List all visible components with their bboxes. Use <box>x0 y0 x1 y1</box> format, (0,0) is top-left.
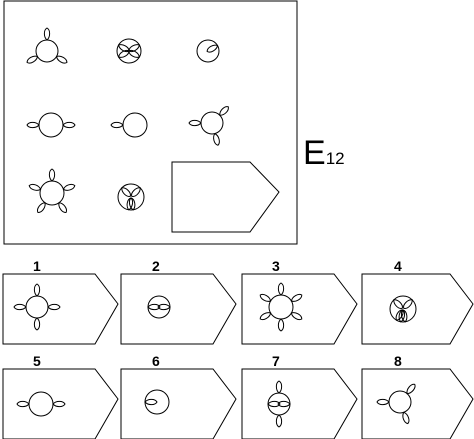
option-figure <box>389 295 417 323</box>
option-8[interactable]: 8 <box>361 353 474 439</box>
matrix-cell-1-2 <box>116 38 142 64</box>
option-figure <box>16 391 66 417</box>
option-7[interactable]: 7 <box>241 353 358 439</box>
option-6[interactable]: 6 <box>120 353 237 439</box>
option-label: 3 <box>272 258 280 274</box>
matrix-cell-3-2 <box>117 183 145 211</box>
option-label: 8 <box>394 353 402 369</box>
puzzle-id-number: 12 <box>326 149 345 168</box>
option-1[interactable]: 1 <box>2 258 119 345</box>
option-frame <box>2 368 119 439</box>
option-frame <box>361 368 474 439</box>
option-label: 1 <box>33 258 41 274</box>
option-figure <box>13 283 61 331</box>
option-figure <box>144 389 170 415</box>
option-frame <box>120 273 237 345</box>
matrix-cell-1-3 <box>196 39 220 63</box>
option-frame <box>2 273 119 345</box>
puzzle-id: E12 <box>303 134 345 172</box>
option-label: 5 <box>33 353 41 369</box>
option-label: 4 <box>394 258 402 274</box>
option-frame <box>241 368 358 439</box>
matrix-cell-2-2 <box>110 112 148 138</box>
option-3[interactable]: 3 <box>241 258 358 345</box>
option-frame <box>241 273 358 345</box>
puzzle-id-letter: E <box>303 134 326 172</box>
option-figure <box>147 295 171 319</box>
option-frame <box>120 368 237 439</box>
option-figure <box>376 382 418 426</box>
option-figure <box>267 380 291 428</box>
matrix-cell-2-3 <box>188 104 231 147</box>
matrix-frame <box>3 0 298 245</box>
option-2[interactable]: 2 <box>120 258 237 345</box>
matrix-cell-1-1 <box>25 27 69 66</box>
option-4[interactable]: 4 <box>361 258 474 345</box>
matrix-cell-2-1 <box>26 112 76 138</box>
matrix-cell-3-1 <box>27 168 77 215</box>
option-5[interactable]: 5 <box>2 353 119 439</box>
option-figure <box>258 282 304 332</box>
missing-cell <box>171 161 280 233</box>
option-label: 7 <box>272 353 280 369</box>
option-frame <box>361 273 474 345</box>
option-label: 6 <box>152 353 160 369</box>
option-label: 2 <box>152 258 160 274</box>
